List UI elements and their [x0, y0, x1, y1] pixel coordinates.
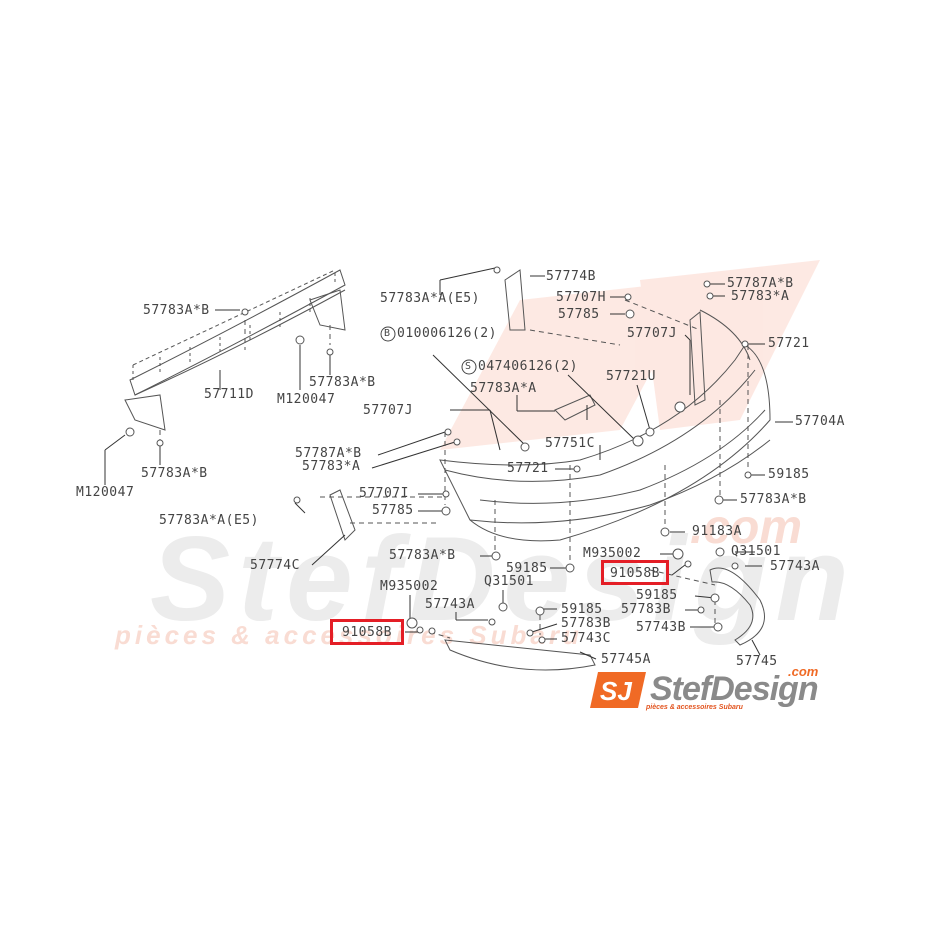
part-label[interactable]: 57783B — [621, 602, 671, 617]
part-label[interactable]: 57785 — [558, 307, 600, 322]
part-label[interactable]: 57783*A — [302, 459, 361, 474]
part-label[interactable]: M935002 — [583, 546, 642, 561]
logo-name: StefDesign — [650, 670, 819, 708]
part-label[interactable]: 57743A — [425, 597, 475, 612]
watermark-brand: StefDesign — [150, 512, 857, 646]
rear-bumper-part — [439, 309, 771, 542]
part-label[interactable]: 59185 — [768, 467, 810, 482]
part-label[interactable]: 59185 — [506, 561, 548, 576]
part-label[interactable]: 047406126(2) — [478, 359, 578, 374]
part-label[interactable]: 57783A*B — [740, 492, 807, 507]
reinforcement-beam-part — [124, 269, 346, 431]
part-label[interactable]: 57787A*B — [295, 446, 362, 461]
part-label[interactable]: 57783A*A(E5) — [380, 291, 480, 306]
part-label[interactable]: 57721U — [606, 369, 656, 384]
stefdesign-logo-mark: SJ — [590, 672, 646, 708]
part-label[interactable]: 57785 — [372, 503, 414, 518]
part-label[interactable]: M935002 — [380, 579, 439, 594]
part-label[interactable]: 57783A*B — [389, 548, 456, 563]
part-label[interactable]: 57774B — [546, 269, 596, 284]
part-label[interactable]: 57707I — [359, 486, 409, 501]
part-label[interactable]: 57721 — [507, 461, 549, 476]
circled-letter: B — [384, 328, 391, 339]
highlighted-part-label: 91058B — [610, 566, 660, 581]
part-label[interactable]: M120047 — [277, 392, 336, 407]
part-label[interactable]: 57783A*A(E5) — [159, 513, 259, 528]
part-label[interactable]: 57743C — [561, 631, 611, 646]
part-label[interactable]: 57707J — [363, 403, 413, 418]
part-label[interactable]: 59185 — [561, 602, 603, 617]
part-label[interactable]: 57707H — [556, 290, 606, 305]
bumper-side-57745a-part — [444, 639, 596, 671]
part-label[interactable]: 57783A*B — [309, 375, 376, 390]
part-label[interactable]: 57743B — [636, 620, 686, 635]
part-label[interactable]: 57783A*B — [141, 466, 208, 481]
watermark-domain: .com — [690, 501, 803, 554]
side-bracket-57774c-part — [329, 489, 356, 541]
part-label[interactable]: 57783A*A — [470, 381, 537, 396]
circled-letter: S — [465, 361, 472, 372]
part-label[interactable]: 57783A*B — [143, 303, 210, 318]
part-label[interactable]: 57745A — [601, 652, 651, 667]
part-label[interactable]: 91183A — [692, 524, 742, 539]
watermark-tagline: pièces & accessoires Subaru — [115, 620, 583, 650]
part-label[interactable]: 57783B — [561, 616, 611, 631]
part-label[interactable]: 57704A — [795, 414, 845, 429]
part-label[interactable]: 57751C — [545, 436, 595, 451]
bumper-side-57745-part — [709, 567, 765, 646]
part-label[interactable]: 57743A — [770, 559, 820, 574]
part-label[interactable]: 57711D — [204, 387, 254, 402]
logo-tagline: pièces & accessoires Subaru — [646, 704, 743, 711]
highlighted-part-91058b-right[interactable]: 91058B — [601, 560, 669, 585]
bracket-57751c-part — [554, 394, 596, 421]
highlighted-part-label: 91058B — [342, 625, 392, 640]
part-label[interactable]: 57774C — [250, 558, 300, 573]
highlighted-part-91058b-left[interactable]: 91058B — [330, 619, 404, 645]
part-label[interactable]: 59185 — [636, 588, 678, 603]
part-label[interactable]: 57745 — [736, 654, 778, 669]
part-label[interactable]: 57787A*B — [727, 276, 794, 291]
logo-domain: .com — [788, 664, 819, 679]
part-label[interactable]: 010006126(2) — [397, 326, 497, 341]
part-label[interactable]: Q31501 — [484, 574, 534, 589]
svg-text:SJ: SJ — [600, 676, 632, 706]
part-label[interactable]: 57783*A — [731, 289, 790, 304]
part-label[interactable]: M120047 — [76, 485, 135, 500]
part-label[interactable]: 57721 — [768, 336, 810, 351]
part-label[interactable]: Q31501 — [731, 544, 781, 559]
part-label[interactable]: 57707J — [627, 326, 677, 341]
side-bracket-57774b-part — [504, 269, 526, 331]
